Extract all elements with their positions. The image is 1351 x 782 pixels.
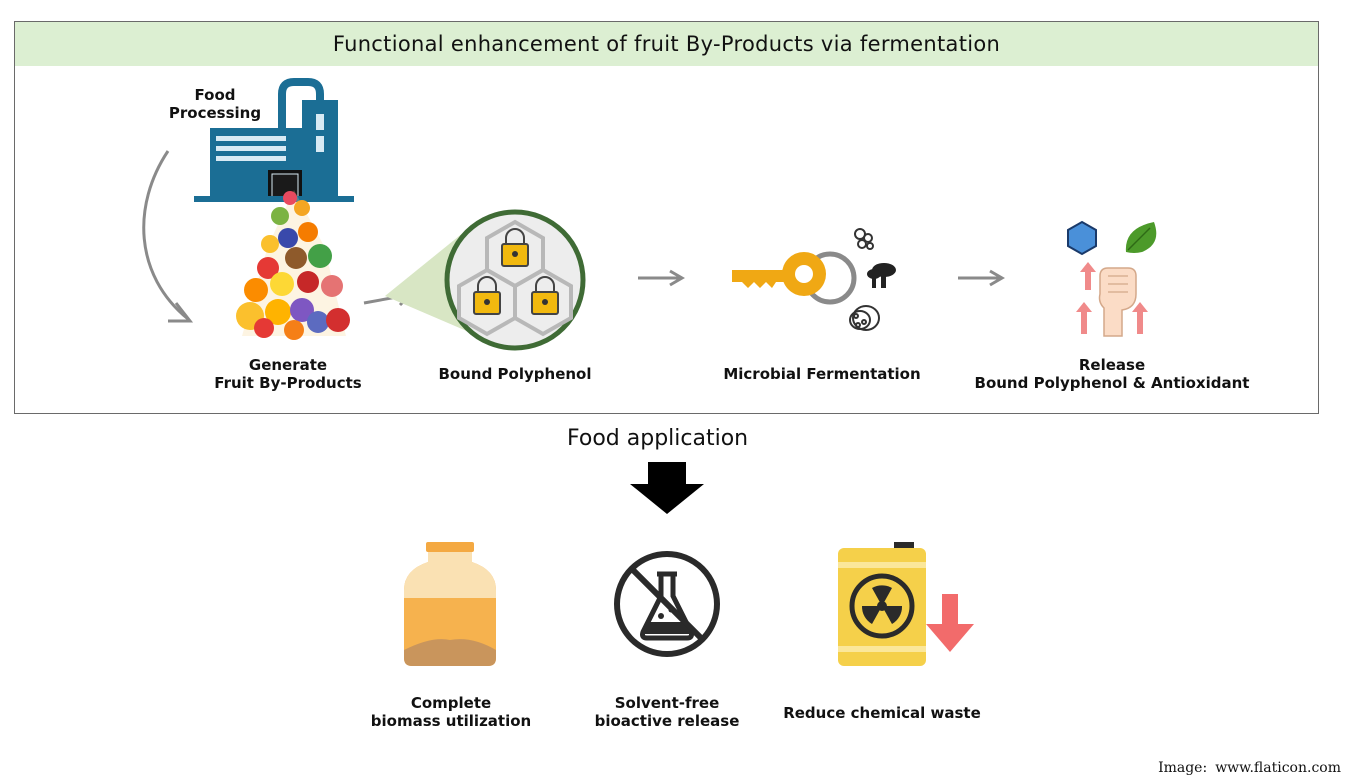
curved-arrow-icon (142, 150, 194, 323)
key-microbe-icon (732, 228, 896, 331)
arrow-right-icon (638, 269, 685, 287)
hazard-barrel-down-icon (838, 542, 974, 666)
application-label: Reduce chemical waste (783, 704, 981, 722)
release-label: Release Bound Polyphenol & Antioxidant (974, 356, 1250, 392)
down-arrow-icon (630, 462, 704, 514)
bound-polyphenol-label: Bound Polyphenol (438, 365, 592, 383)
food-processing-label: Food Processing (168, 86, 262, 122)
no-chemical-flask-icon (614, 551, 720, 657)
fruit-byproducts-label: Generate Fruit By-Products (214, 356, 362, 392)
arrow-right-icon (958, 269, 1005, 287)
fermentation-jar-icon (404, 542, 496, 666)
factory-icon (194, 78, 354, 202)
process-panel: Functional enhancement of fruit By-Produ… (14, 21, 1319, 414)
locked-hexagon-cell-icon (385, 209, 586, 351)
strength-up-icon (1067, 220, 1157, 337)
fruit-pile-icon (236, 190, 350, 340)
food-application-heading: Food application (567, 426, 749, 451)
application-label: Solvent-free bioactive release (594, 694, 740, 730)
microbial-fermentation-label: Microbial Fermentation (723, 365, 921, 383)
title-banner: Functional enhancement of fruit By-Produ… (15, 22, 1318, 66)
diagram-title: Functional enhancement of fruit By-Produ… (332, 32, 1001, 56)
application-label: Complete biomass utilization (370, 694, 532, 730)
image-credit: Image:www.flaticon.com (1158, 760, 1341, 776)
